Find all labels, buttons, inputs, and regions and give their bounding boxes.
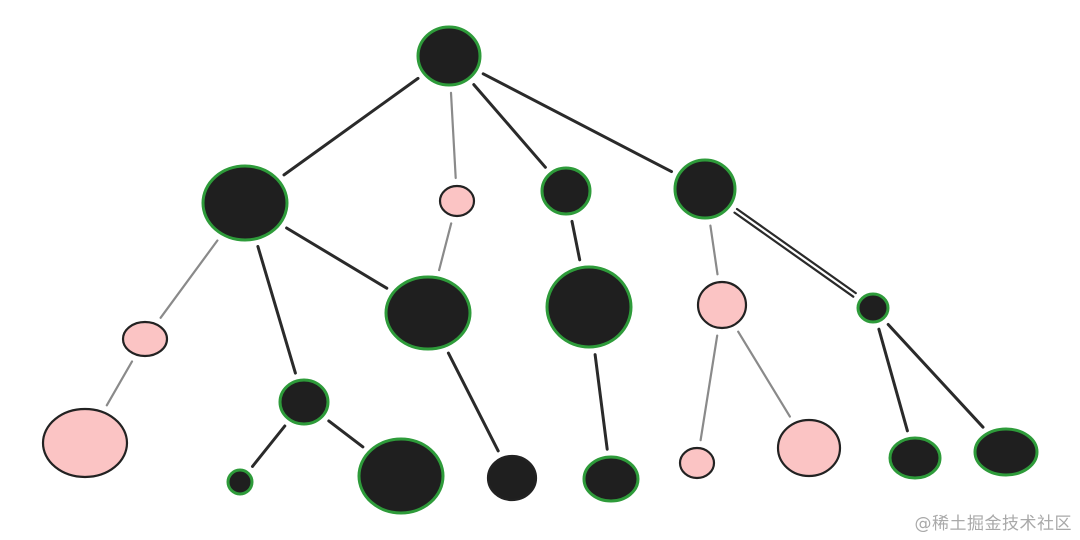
edge-d2-d2x <box>877 327 909 433</box>
node-a1x <box>41 407 129 479</box>
edge-c-c1 <box>570 219 582 262</box>
node-d2x <box>888 436 942 480</box>
edge-a-a2 <box>256 245 297 375</box>
node-b <box>438 184 476 218</box>
edge-d1-d1y <box>737 330 792 418</box>
edge-a-a1 <box>159 239 219 319</box>
nodes-layer <box>41 25 1039 515</box>
edge-d1-d1x <box>699 334 719 442</box>
node-a1 <box>121 320 169 358</box>
node-d2y <box>973 427 1039 477</box>
edge-root-d <box>481 72 673 174</box>
node-a2x <box>226 468 254 496</box>
node-e <box>384 275 472 351</box>
edge-root-c <box>472 83 547 169</box>
node-d2 <box>856 292 890 324</box>
edge-root-b <box>449 91 457 180</box>
edge-c1-c1x <box>593 353 609 451</box>
node-d1y <box>776 418 842 478</box>
node-a <box>201 164 289 242</box>
node-root <box>416 25 482 87</box>
node-d <box>673 158 737 220</box>
node-d1x <box>678 446 716 480</box>
edge-d-d2 <box>735 207 857 295</box>
edge-a1-a1x <box>105 360 134 407</box>
edge-e-e1 <box>446 351 500 453</box>
edge-b-e <box>438 222 453 272</box>
edge-d-d1 <box>709 224 719 276</box>
edge-root-a <box>282 76 420 177</box>
node-a2 <box>278 378 330 426</box>
edges-layer <box>105 72 985 468</box>
edge-a-e <box>285 226 389 290</box>
node-e1 <box>486 454 538 502</box>
node-c1 <box>545 265 633 349</box>
edge-d2-d2y <box>886 323 985 429</box>
edge-a2-a2y <box>327 419 365 449</box>
node-a2y <box>357 437 445 515</box>
node-c1x <box>582 455 640 503</box>
node-d1 <box>696 280 748 330</box>
node-c <box>540 166 592 216</box>
edge-d-d2 <box>733 211 855 298</box>
edge-a2-a2x <box>251 424 287 468</box>
watermark-text: @稀土掘金技术社区 <box>914 514 1072 534</box>
